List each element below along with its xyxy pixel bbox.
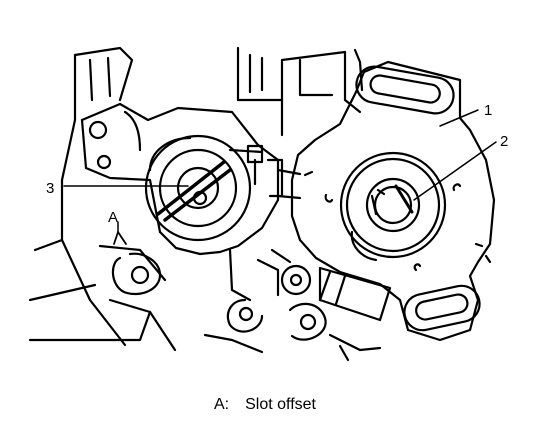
callout-leaders <box>63 109 497 245</box>
connecting-hose <box>203 168 392 362</box>
leader-line-1 <box>439 109 479 127</box>
engine-block-outline <box>28 46 177 352</box>
callout-3: 3 <box>46 180 54 197</box>
caption-text: Slot offset <box>245 396 316 413</box>
left-rotor-assembly <box>80 102 284 256</box>
figure-caption: A: Slot offset <box>214 396 316 414</box>
callout-2: 2 <box>500 133 508 150</box>
right-housing-part-1 <box>290 60 496 342</box>
callout-1: 1 <box>484 102 492 119</box>
arrow-a <box>113 231 127 245</box>
leader-line-2 <box>413 141 497 201</box>
upper-housing-outline <box>236 46 364 137</box>
callout-a: A <box>108 209 118 226</box>
caption-key: A: <box>214 396 230 413</box>
